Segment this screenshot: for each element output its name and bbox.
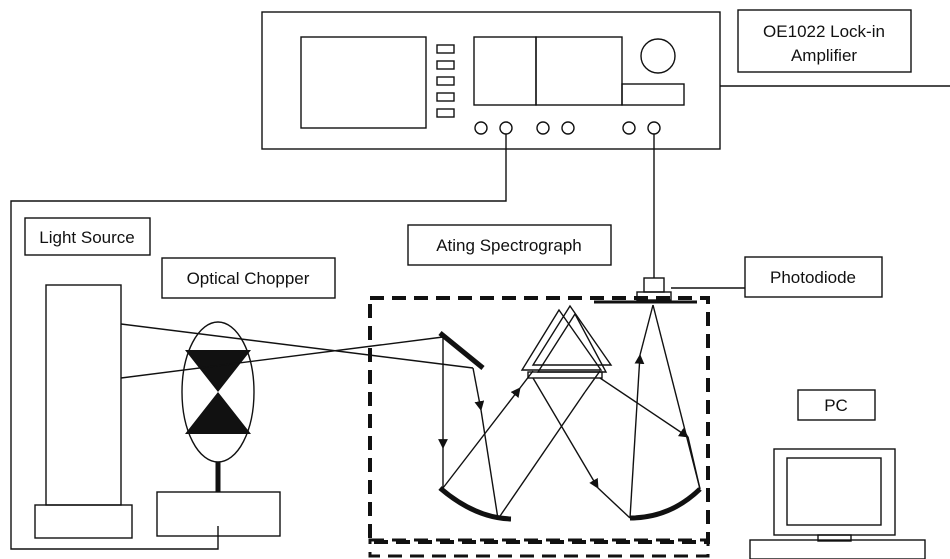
lockin-display [621, 83, 685, 106]
spectrograph [368, 296, 710, 558]
photodiode-mount [636, 291, 672, 301]
lockin-panel-right [535, 36, 623, 106]
spectrograph-housing [368, 296, 710, 544]
input-beams [120, 323, 474, 379]
light-source-label: Light Source [39, 228, 134, 247]
optical-chopper [156, 321, 281, 537]
pc [749, 448, 926, 559]
pc-label: PC [824, 396, 848, 415]
lockin-screen [300, 36, 427, 129]
photodiode-label-box [744, 256, 883, 298]
spectrograph-label: Ating Spectrograph [436, 236, 582, 255]
lockin-amplifier [261, 11, 721, 150]
chopper-base [156, 491, 281, 537]
lockin-label-line1: OE1022 Lock-in [763, 22, 885, 41]
focusing-mirror [629, 487, 702, 521]
entrance-mirror [438, 331, 485, 370]
photodiode-body [643, 277, 665, 293]
pc-screen [786, 457, 882, 526]
lockin-label-line2: Amplifier [791, 46, 857, 65]
pc-keyboard [749, 539, 926, 559]
light-source-lamp [45, 284, 122, 506]
light-source-label-box [24, 217, 151, 256]
diffraction-grating [520, 304, 613, 379]
photodiode [594, 277, 697, 304]
chopper-blades [185, 350, 251, 434]
light-source-base [34, 504, 133, 539]
pc-monitor [773, 448, 896, 536]
lockin-label-box [737, 9, 912, 73]
optical-chopper-label: Optical Chopper [187, 269, 310, 288]
light-source [34, 284, 133, 539]
collimating-mirror [438, 486, 512, 522]
photodiode-label: Photodiode [770, 268, 856, 287]
lockin-knob [640, 38, 676, 74]
optical-chopper-label-box [161, 257, 336, 299]
pc-label-box [797, 389, 876, 421]
spectrograph-label-box [407, 224, 612, 266]
pc-stand [817, 534, 852, 542]
cables [10, 85, 950, 550]
lockin-side-buttons [436, 44, 455, 118]
internal-rays [438, 304, 701, 520]
